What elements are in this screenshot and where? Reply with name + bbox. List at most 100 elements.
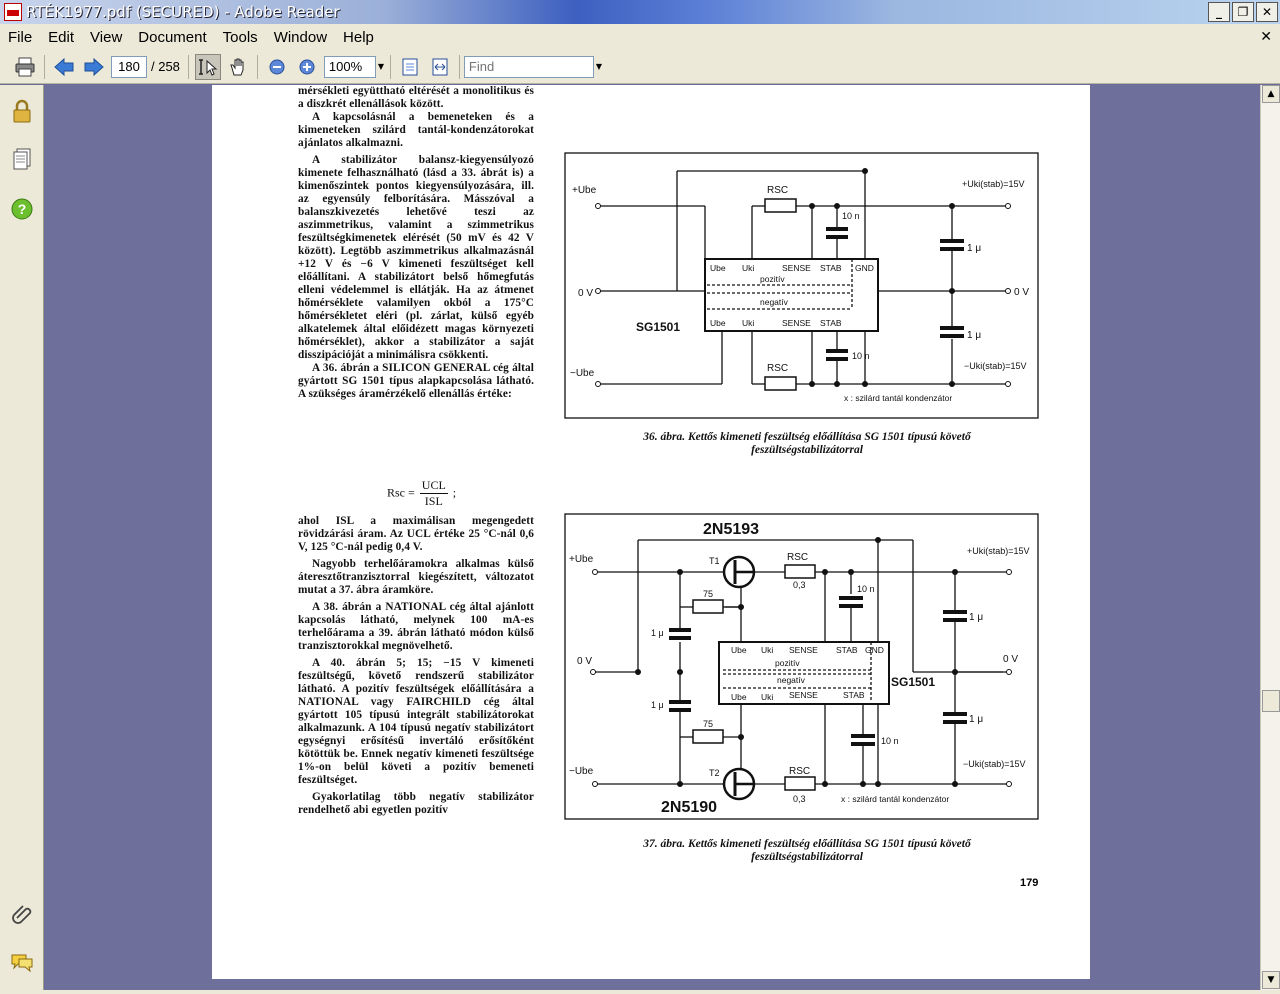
zoom-dropdown-icon[interactable]: ▼ — [377, 62, 384, 71]
fig37-ube-neg: −Ube — [569, 766, 594, 777]
find-dropdown-icon[interactable]: ▼ — [595, 62, 602, 71]
find-input[interactable] — [463, 55, 594, 78]
lock-icon[interactable] — [10, 99, 34, 123]
fig36-pin-uki-2: Uki — [742, 318, 754, 328]
fig36-cap-top: 10 n — [842, 211, 860, 221]
print-icon[interactable] — [12, 54, 38, 80]
fig37-ic-label: SG1501 — [891, 675, 935, 689]
fig36-pin-gnd: GND — [855, 263, 874, 273]
fig36-rsc-bottom: RSC — [767, 363, 788, 374]
fig36-cap1u-bottom: 1 μ — [967, 330, 981, 341]
scroll-up-icon[interactable]: ▲ — [1262, 85, 1280, 103]
fit-page-icon[interactable] — [397, 54, 423, 80]
minimize-button[interactable]: _ — [1208, 2, 1230, 22]
menu-help[interactable]: Help — [343, 28, 374, 46]
fig37-negativ: negatív — [777, 675, 806, 685]
menu-file[interactable]: File — [8, 28, 33, 46]
attachment-icon[interactable] — [10, 901, 34, 925]
fit-width-icon[interactable] — [427, 54, 453, 80]
zoom-out-icon[interactable] — [264, 54, 290, 80]
scroll-thumb[interactable] — [1262, 690, 1280, 712]
fig36-pin-ube-2: Ube — [710, 318, 726, 328]
paragraph-7: A 38. ábrán a NATIONAL cég által ajánlot… — [298, 601, 534, 652]
fig36-rsc-top: RSC — [767, 185, 788, 196]
fig36-pin-ube: Ube — [710, 263, 726, 273]
menu-edit[interactable]: Edit — [48, 28, 75, 46]
formula: Rsc = UCL ISL ; — [387, 478, 456, 509]
menu-document[interactable]: Document — [138, 28, 207, 46]
paragraph-2: A kapcsolásnál a bemeneteken és a kimene… — [298, 111, 534, 149]
fig37-r75-top: 75 — [703, 589, 713, 599]
pages-icon[interactable] — [10, 147, 34, 171]
fig37-ube-pos: +Ube — [569, 554, 594, 565]
menu-view[interactable]: View — [90, 28, 123, 46]
previous-page-icon[interactable] — [51, 54, 77, 80]
close-document-button[interactable]: ✕ — [1260, 28, 1272, 44]
fig37-out-neg: −Uki(stab)=15V — [963, 759, 1026, 769]
fig37-note: x : szilárd tantál kondenzátor — [841, 794, 949, 804]
fig37-tr-top: 2N5193 — [703, 521, 759, 538]
page-number-input[interactable] — [111, 55, 147, 78]
close-button[interactable]: ✕ — [1256, 2, 1278, 22]
caption-36-line1: 36. ábra. Kettős kimeneti feszültség elő… — [643, 431, 971, 443]
zoom-input[interactable] — [323, 55, 376, 78]
comments-icon[interactable] — [10, 951, 34, 975]
fig37-pin-stab-2: STAB — [843, 690, 865, 700]
fig37-pin-sense-2: SENSE — [789, 690, 818, 700]
hand-tool-icon[interactable] — [225, 54, 251, 80]
scroll-down-icon[interactable]: ▼ — [1262, 971, 1280, 989]
fig37-cap-top: 10 n — [857, 584, 875, 594]
paragraph-9: Gyakorlatilag több negatív stabilizátor … — [298, 791, 534, 816]
paragraph-6: Nagyobb terhelőáramokra alkalmas külső á… — [298, 558, 534, 596]
fig36-zero-left: 0 V — [578, 288, 593, 299]
next-page-icon[interactable] — [81, 54, 107, 80]
fig36-pin-uki: Uki — [742, 263, 754, 273]
vertical-scrollbar[interactable]: ▲ ▼ — [1260, 85, 1280, 994]
zoom-in-icon[interactable] — [294, 54, 320, 80]
fig37-r03-bottom: 0,3 — [793, 794, 806, 804]
fig37-cap1u-l-bottom: 1 μ — [651, 700, 664, 710]
menu-window[interactable]: Window — [273, 28, 328, 46]
figure-36-schematic: +Ube 0 V −Ube +Uki(stab)=15V 0 V −Uki(st… — [564, 152, 1039, 419]
formula-denominator: ISL — [424, 494, 443, 508]
restore-button[interactable]: ❐ — [1232, 2, 1254, 22]
fig37-cap1u-r-top: 1 μ — [969, 612, 983, 623]
fig36-pin-stab: STAB — [820, 263, 842, 273]
select-tool-icon[interactable] — [194, 53, 221, 80]
paragraph-5: ahol ISL a maximálisan megengedett rövid… — [298, 515, 534, 553]
fig37-pin-uki: Uki — [761, 645, 773, 655]
document-area[interactable]: mérsékleti együttható eltérését a monoli… — [45, 85, 1260, 994]
page-number-footer: 179 — [1020, 877, 1039, 889]
fig37-cap1u-r-bottom: 1 μ — [969, 714, 983, 725]
fig37-pin-stab: STAB — [836, 645, 858, 655]
fig36-pin-sense-2: SENSE — [782, 318, 811, 328]
caption-figure-36: 36. ábra. Kettős kimeneti feszültség elő… — [582, 431, 1032, 457]
fig37-pin-ube: Ube — [731, 645, 747, 655]
text-column-top: mérsékleti együttható eltérését a monoli… — [298, 85, 534, 401]
toolbar: / 258 ▼ ▼ — [0, 50, 1280, 84]
paragraph-4: A 36. ábrán a SILICON GENERAL cég által … — [298, 362, 534, 400]
fig37-r03-top: 0,3 — [793, 580, 806, 590]
title-bar: RTÉK1977.pdf (SECURED) - Adobe Reader _ … — [0, 0, 1280, 24]
svg-text:?: ? — [18, 201, 27, 217]
help-icon[interactable]: ? — [10, 197, 34, 221]
fig37-cap-bottom: 10 n — [881, 736, 899, 746]
status-strip — [0, 990, 1280, 994]
fig37-pozitiv: pozitív — [775, 658, 800, 668]
page-total: / 258 — [151, 59, 180, 74]
fig36-ube-pos: +Ube — [572, 185, 597, 196]
menu-tools[interactable]: Tools — [222, 28, 258, 46]
fig37-zero-right: 0 V — [1003, 654, 1018, 665]
formula-end: ; — [452, 485, 457, 500]
fig37-tr-bottom: 2N5190 — [661, 799, 717, 816]
figure-37-schematic: 2N5193 2N5190 T1 T2 75 75 RSC 0,3 RSC 0,… — [564, 513, 1039, 820]
fig37-pin-uki-2: Uki — [761, 692, 773, 702]
fig36-out-pos: +Uki(stab)=15V — [962, 179, 1025, 189]
menu-bar: File Edit View Document Tools Window Hel… — [0, 24, 1280, 50]
paragraph-8: A 40. ábrán 5; 15; −15 V kimeneti feszül… — [298, 657, 534, 786]
fig37-t1: T1 — [709, 556, 720, 566]
fig36-pozitiv: pozitív — [760, 274, 785, 284]
fig36-out-neg: −Uki(stab)=15V — [964, 361, 1027, 371]
caption-37-line1: 37. ábra. Kettős kimeneti feszültség elő… — [643, 838, 971, 850]
fig36-ic-label: SG1501 — [636, 320, 680, 334]
